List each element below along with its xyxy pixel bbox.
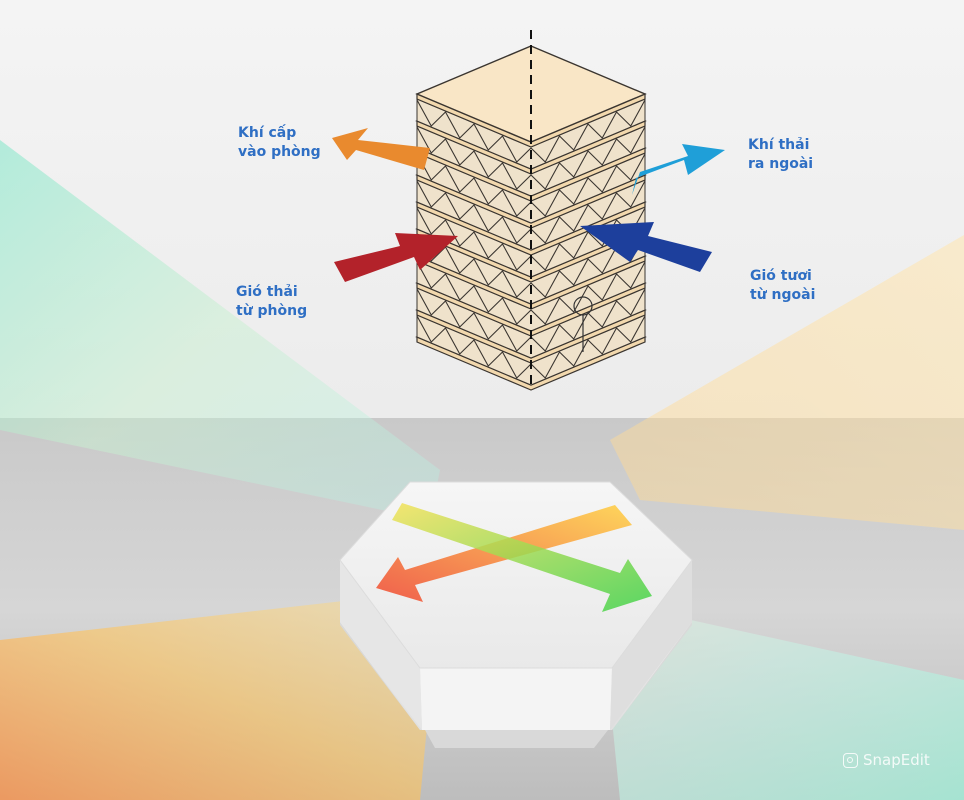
ventilation-unit-hexagon bbox=[339, 481, 693, 748]
light-beam-top-left bbox=[0, 140, 440, 520]
watermark: SnapEdit bbox=[843, 751, 930, 769]
light-beam-bottom-right bbox=[600, 600, 964, 800]
cool-airflow-arrow-icon bbox=[392, 503, 652, 612]
light-beam-bottom-left bbox=[0, 590, 440, 800]
label-supply-air: Khí cấp vào phòng bbox=[238, 124, 321, 162]
label-exhaust-room: Gió thải từ phòng bbox=[236, 283, 307, 321]
label-exhaust-out: Khí thải ra ngoài bbox=[748, 136, 813, 174]
exhaust-room-arrow bbox=[334, 233, 458, 282]
light-beam-top-right bbox=[610, 235, 964, 530]
label-exhaust-out-line2: ra ngoài bbox=[748, 156, 814, 172]
label-fresh-air-line1: Gió tươi bbox=[750, 268, 812, 284]
supply-air-arrow bbox=[332, 128, 430, 170]
snapedit-logo-icon bbox=[843, 752, 858, 768]
fresh-air-arrow bbox=[580, 222, 712, 272]
label-fresh-air-line2: từ ngoài bbox=[750, 287, 816, 303]
watermark-text: SnapEdit bbox=[863, 751, 930, 769]
label-supply-air-line2: vào phòng bbox=[238, 144, 321, 160]
exhaust-out-arrow bbox=[632, 144, 725, 195]
label-exhaust-room-line1: Gió thải bbox=[236, 284, 298, 300]
label-supply-air-line1: Khí cấp bbox=[238, 125, 297, 141]
label-exhaust-out-line1: Khí thải bbox=[748, 137, 810, 153]
label-exhaust-room-line2: từ phòng bbox=[236, 303, 308, 319]
label-fresh-air: Gió tươi từ ngoài bbox=[750, 267, 815, 305]
